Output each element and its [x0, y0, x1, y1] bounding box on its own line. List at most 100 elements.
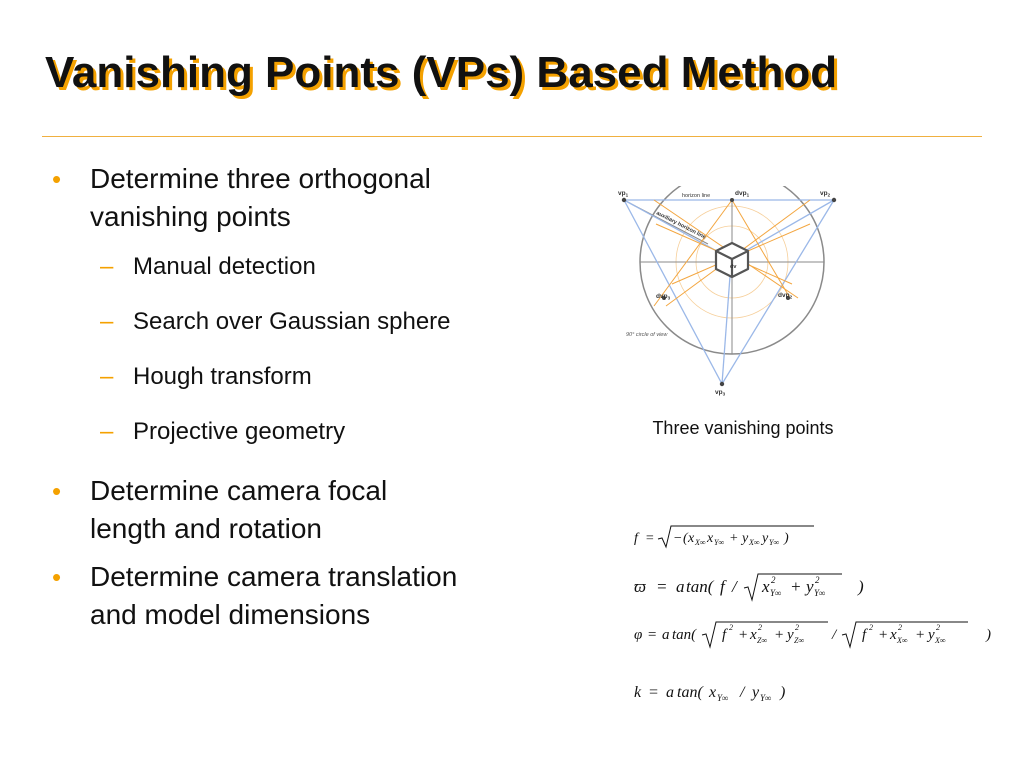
- vp1-vp3-line: [623, 199, 723, 385]
- svg-text:2: 2: [758, 623, 762, 632]
- svg-text:φ: φ: [634, 627, 642, 643]
- svg-text:y: y: [750, 684, 760, 701]
- bullet-text-line2: length and rotation: [90, 513, 322, 544]
- sub-bullet-list: – Manual detection – Search over Gaussia…: [50, 252, 570, 447]
- bullet-list: • Determine three orthogonal vanishing p…: [50, 160, 570, 644]
- svg-text:x: x: [749, 627, 757, 643]
- svg-text:y: y: [804, 577, 814, 596]
- label-dv: dv: [730, 264, 737, 270]
- bullet-dot-icon: •: [52, 562, 62, 592]
- label-dvp3: dvp3: [656, 293, 671, 301]
- sub-bullet-text: Manual detection: [133, 253, 316, 280]
- orange-line-2: [731, 199, 791, 299]
- dash-icon: –: [100, 308, 114, 335]
- svg-text:=: =: [656, 577, 667, 596]
- bullet-translation: • Determine camera translation and model…: [50, 558, 570, 634]
- bullet-text-line1: Determine camera focal: [90, 475, 388, 506]
- svg-text:2: 2: [869, 623, 873, 632]
- label-auxiliary-horizon: auxiliary horizon line: [655, 210, 706, 240]
- dash-icon: –: [100, 363, 114, 390]
- equation-varpi: ϖ = a tan( f / x 2 Y∞ + y 2 Y∞ ): [632, 570, 872, 604]
- svg-text:tan(: tan(: [677, 684, 704, 701]
- svg-text:y: y: [785, 627, 794, 643]
- orange-line-1: [653, 199, 733, 307]
- svg-text:tan(: tan(: [672, 627, 697, 643]
- svg-text:2: 2: [815, 575, 820, 585]
- bullet-dot-icon: •: [52, 164, 62, 194]
- svg-text:X∞: X∞: [896, 636, 908, 645]
- slide-title: Vanishing Points (VPs) Based Method: [45, 48, 838, 97]
- svg-text:a: a: [666, 684, 674, 701]
- svg-text:+: +: [729, 531, 738, 546]
- svg-text:2: 2: [795, 623, 799, 632]
- svg-text:Y∞: Y∞: [814, 588, 825, 598]
- label-vp2: vp2: [820, 190, 831, 198]
- svg-text:Y∞: Y∞: [717, 693, 728, 703]
- sub-bullet-text: Search over Gaussian sphere: [133, 308, 451, 335]
- svg-text:2: 2: [771, 575, 776, 585]
- label-circle-of-view: 90° circle of view: [626, 332, 668, 338]
- svg-text:tan(: tan(: [686, 577, 715, 596]
- svg-text:ϖ: ϖ: [634, 577, 646, 596]
- svg-text:Y∞: Y∞: [714, 538, 724, 547]
- sub-bullet-text: Projective geometry: [133, 418, 346, 445]
- label-vp3: vp3: [715, 389, 726, 396]
- label-dvp1: dvp1: [735, 190, 750, 198]
- svg-text:f: f: [722, 627, 728, 643]
- svg-text:2: 2: [898, 623, 902, 632]
- svg-text:2: 2: [936, 623, 940, 632]
- bullet-dot-icon: •: [52, 476, 62, 506]
- center-cube-icon: [714, 241, 750, 279]
- bullet-text-line1: Determine camera translation: [90, 561, 458, 592]
- vp1-center-line: [623, 199, 723, 255]
- sub-bullet-manual: – Manual detection: [50, 252, 570, 282]
- svg-text:/: /: [739, 684, 746, 701]
- svg-text:/: /: [831, 627, 838, 643]
- svg-text:/: /: [731, 577, 739, 596]
- vanishing-points-diagram: vp1 vp2 vp3 dvp1 dvp2 dvp3 dv horizon li…: [618, 186, 837, 396]
- svg-text:2: 2: [729, 623, 733, 632]
- svg-text:+: +: [774, 627, 784, 643]
- sub-bullet-projective: – Projective geometry: [50, 417, 570, 447]
- sub-bullet-gaussian: – Search over Gaussian sphere: [50, 307, 570, 337]
- bullet-text-line2: and model dimensions: [90, 599, 371, 630]
- svg-text:): ): [857, 577, 864, 596]
- svg-text:X∞: X∞: [748, 538, 760, 547]
- svg-text:(: (: [683, 531, 689, 546]
- svg-text:x: x: [687, 531, 695, 546]
- svg-text:Y∞: Y∞: [770, 588, 781, 598]
- bullet-text-line1: Determine three orthogonal: [90, 163, 431, 194]
- svg-text:=: =: [648, 684, 659, 701]
- svg-text:−: −: [673, 531, 682, 546]
- svg-text:+: +: [915, 627, 925, 643]
- svg-text:=: =: [645, 531, 654, 546]
- vp2-vp3-line: [721, 199, 835, 385]
- diagram-points: [621, 197, 837, 387]
- vp3-center-line: [721, 275, 731, 385]
- svg-text:): ): [783, 531, 789, 546]
- svg-text:): ): [985, 627, 991, 643]
- svg-text:Z∞: Z∞: [794, 636, 804, 645]
- bullet-focal-length: • Determine camera focal length and rota…: [50, 472, 570, 548]
- sub-bullet-text: Hough transform: [133, 363, 312, 390]
- svg-text:a: a: [676, 577, 685, 596]
- svg-text:x: x: [761, 577, 770, 596]
- svg-text:Y∞: Y∞: [760, 693, 771, 703]
- svg-text:x: x: [708, 684, 716, 701]
- svg-text:x: x: [706, 531, 714, 546]
- equation-focal-length: f = − ( x X∞ x Y∞ + y X∞ y Y∞ ): [632, 523, 832, 551]
- diagram-gray-lines: [623, 199, 834, 354]
- label-horizon-line: horizon line: [682, 193, 710, 199]
- svg-text:+: +: [878, 627, 888, 643]
- svg-text:X∞: X∞: [694, 538, 706, 547]
- svg-text:f: f: [720, 577, 727, 596]
- svg-text:y: y: [740, 531, 749, 546]
- svg-text:f: f: [862, 627, 868, 643]
- svg-text:=: =: [647, 627, 657, 643]
- svg-text:Z∞: Z∞: [757, 636, 767, 645]
- vp2-center-line: [739, 199, 835, 255]
- svg-text:y: y: [760, 531, 769, 546]
- title-divider: [42, 136, 982, 137]
- svg-text:a: a: [662, 627, 670, 643]
- bullet-vanishing-points: • Determine three orthogonal vanishing p…: [50, 160, 570, 236]
